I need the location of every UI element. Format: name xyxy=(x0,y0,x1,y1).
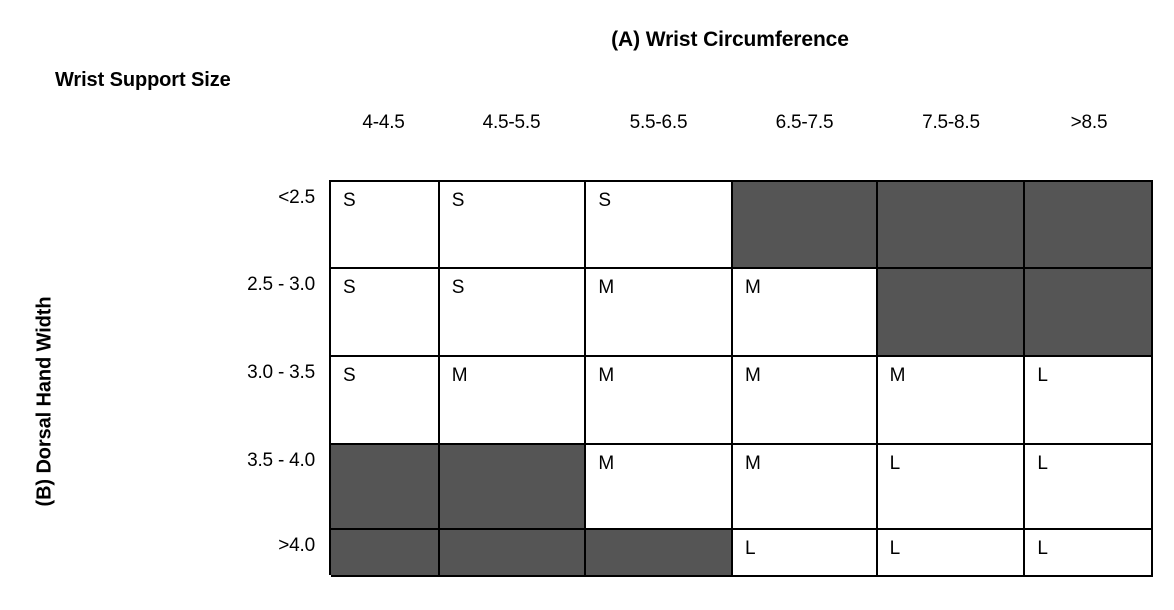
matrix-cell: L xyxy=(877,530,1026,577)
row-label: >4.0 xyxy=(278,535,315,556)
matrix-cell xyxy=(331,445,440,530)
column-header-row: 4-4.5 4.5-5.5 5.5-6.5 6.5-7.5 7.5-8.5 >8… xyxy=(329,112,1153,134)
matrix-cell xyxy=(1025,269,1153,357)
matrix-cell xyxy=(877,269,1026,357)
column-header: 4.5-5.5 xyxy=(482,112,541,133)
matrix-cell: S xyxy=(331,269,440,357)
matrix-cell: M xyxy=(877,357,1026,445)
matrix-cell: M xyxy=(439,357,587,445)
column-header: 6.5-7.5 xyxy=(775,112,834,133)
row-label: <2.5 xyxy=(278,187,315,208)
matrix-cell: S xyxy=(331,357,440,445)
row-label: 3.0 - 3.5 xyxy=(247,362,315,383)
matrix-cell: L xyxy=(733,530,878,577)
matrix-cell: M xyxy=(586,445,734,530)
matrix-cell: M xyxy=(733,357,878,445)
matrix-cell: M xyxy=(733,445,878,530)
column-header: >8.5 xyxy=(1070,112,1108,133)
matrix-cell: S xyxy=(439,182,587,269)
matrix-cell xyxy=(877,182,1026,269)
matrix-cell: L xyxy=(1025,530,1153,577)
row-label-column: <2.5 2.5 - 3.0 3.0 - 3.5 3.5 - 4.0 >4.0 xyxy=(150,180,315,575)
matrix-cell: L xyxy=(877,445,1026,530)
matrix-cell: S xyxy=(586,182,734,269)
column-header: 4-4.5 xyxy=(362,112,405,133)
row-label: 3.5 - 4.0 xyxy=(247,450,315,471)
matrix-row: S S S xyxy=(331,182,1153,269)
chart-title: (A) Wrist Circumference xyxy=(611,28,849,51)
y-axis-title: (B) Dorsal Hand Width xyxy=(33,296,56,507)
legend-title: Wrist Support Size xyxy=(55,69,231,91)
matrix-cell: L xyxy=(1025,445,1153,530)
matrix-row: L L L xyxy=(331,530,1153,577)
matrix-cell xyxy=(439,530,587,577)
matrix-cell: M xyxy=(586,357,734,445)
matrix-cell xyxy=(586,530,734,577)
row-label: 2.5 - 3.0 xyxy=(247,274,315,295)
matrix-row: S S M M xyxy=(331,269,1153,357)
matrix-cell xyxy=(1025,182,1153,269)
matrix-cell: S xyxy=(331,182,440,269)
matrix-cell xyxy=(733,182,878,269)
column-header: 5.5-6.5 xyxy=(629,112,688,133)
matrix-cell xyxy=(331,530,440,577)
column-header: 7.5-8.5 xyxy=(922,112,980,133)
matrix-cell xyxy=(439,445,587,530)
matrix-row: S M M M M L xyxy=(331,357,1153,445)
matrix-cell: S xyxy=(439,269,587,357)
sizing-matrix: S S S S S M M S M M M M L M M L L L L L xyxy=(329,180,1153,577)
matrix-cell: M xyxy=(733,269,878,357)
matrix-cell: M xyxy=(586,269,734,357)
matrix-cell: L xyxy=(1025,357,1153,445)
matrix-row: M M L L xyxy=(331,445,1153,530)
